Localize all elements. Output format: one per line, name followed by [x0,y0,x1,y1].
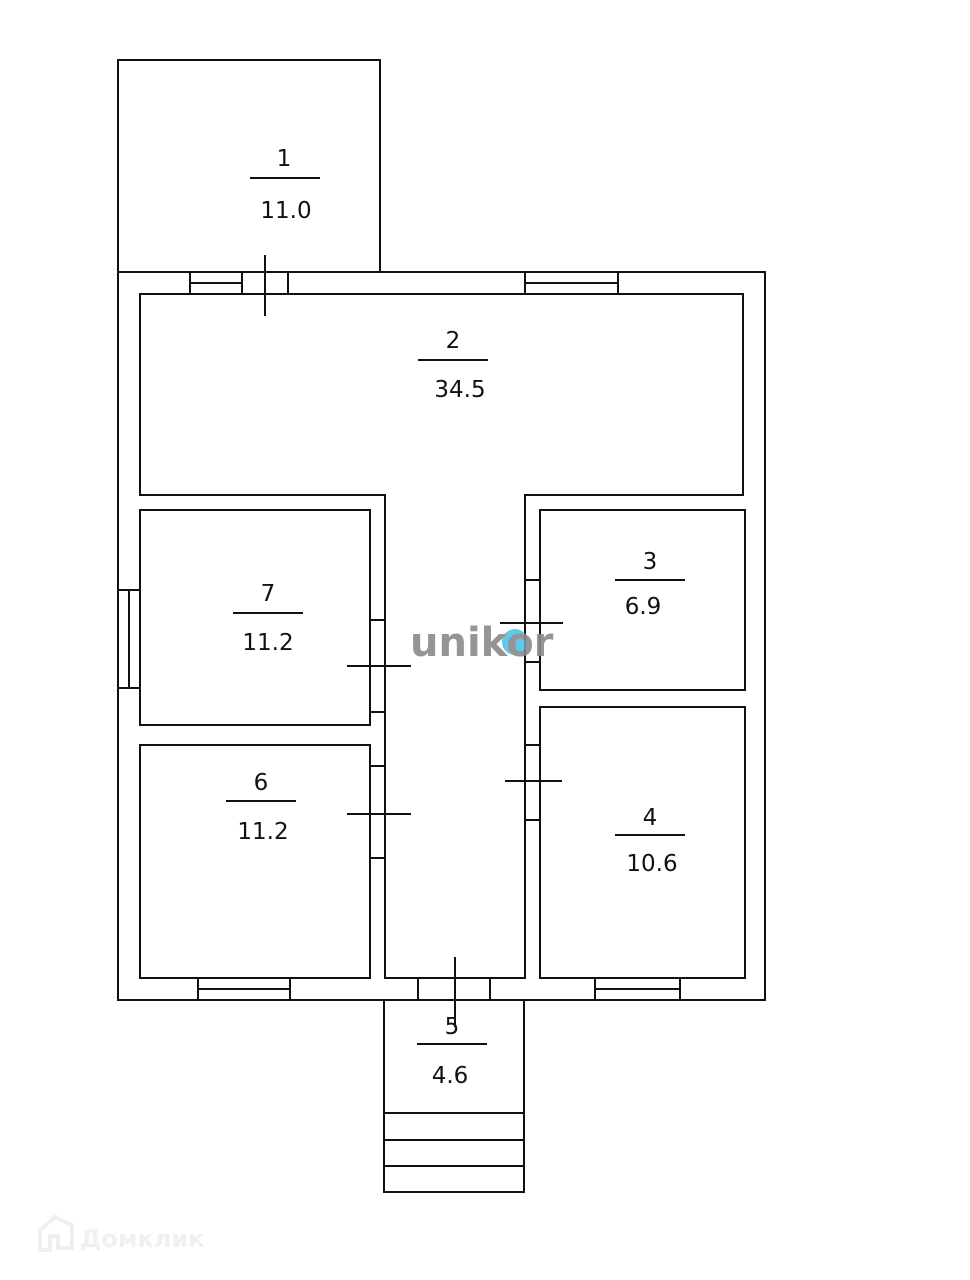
room-6-outline [139,744,371,979]
room-area: 4.6 [432,1063,469,1089]
room-3-outline [539,509,746,691]
room-7-outline [139,509,371,726]
room-label-3: 3 6.9 [615,549,685,620]
room-area: 6.9 [625,594,662,620]
windows [118,272,681,1000]
room-number: 1 [277,146,292,172]
room-number: 7 [261,581,276,607]
unikor-logo: unikor [410,620,554,666]
watermark-text: Домклик [80,1225,204,1253]
room-label-2: 2 34.5 [418,328,488,403]
room-number: 3 [643,549,658,575]
room-5-porch-steps [383,1000,525,1193]
room-number: 5 [445,1014,460,1040]
room-label-1: 1 11.0 [250,146,320,224]
doors [264,255,563,1027]
house-icon [38,1214,74,1252]
room-2-corridor-outline [139,293,744,979]
room-1-outline [117,59,381,272]
house-outer-wall [117,271,766,1001]
room-area: 11.2 [242,630,293,656]
room-area: 11.2 [237,819,288,845]
room-4-outline [539,706,746,979]
room-label-5: 5 4.6 [417,1014,487,1089]
room-number: 6 [254,770,269,796]
room-number: 2 [446,328,461,354]
room-area: 11.0 [260,198,311,224]
room-label-6: 6 11.2 [226,770,296,845]
room-area: 34.5 [434,377,485,403]
room-label-4: 4 10.6 [615,805,685,877]
domclick-watermark: Домклик [38,1214,204,1253]
logo-text: unikor [410,620,554,666]
room-number: 4 [643,805,658,831]
room-label-7: 7 11.2 [233,581,303,656]
room-area: 10.6 [626,851,677,877]
